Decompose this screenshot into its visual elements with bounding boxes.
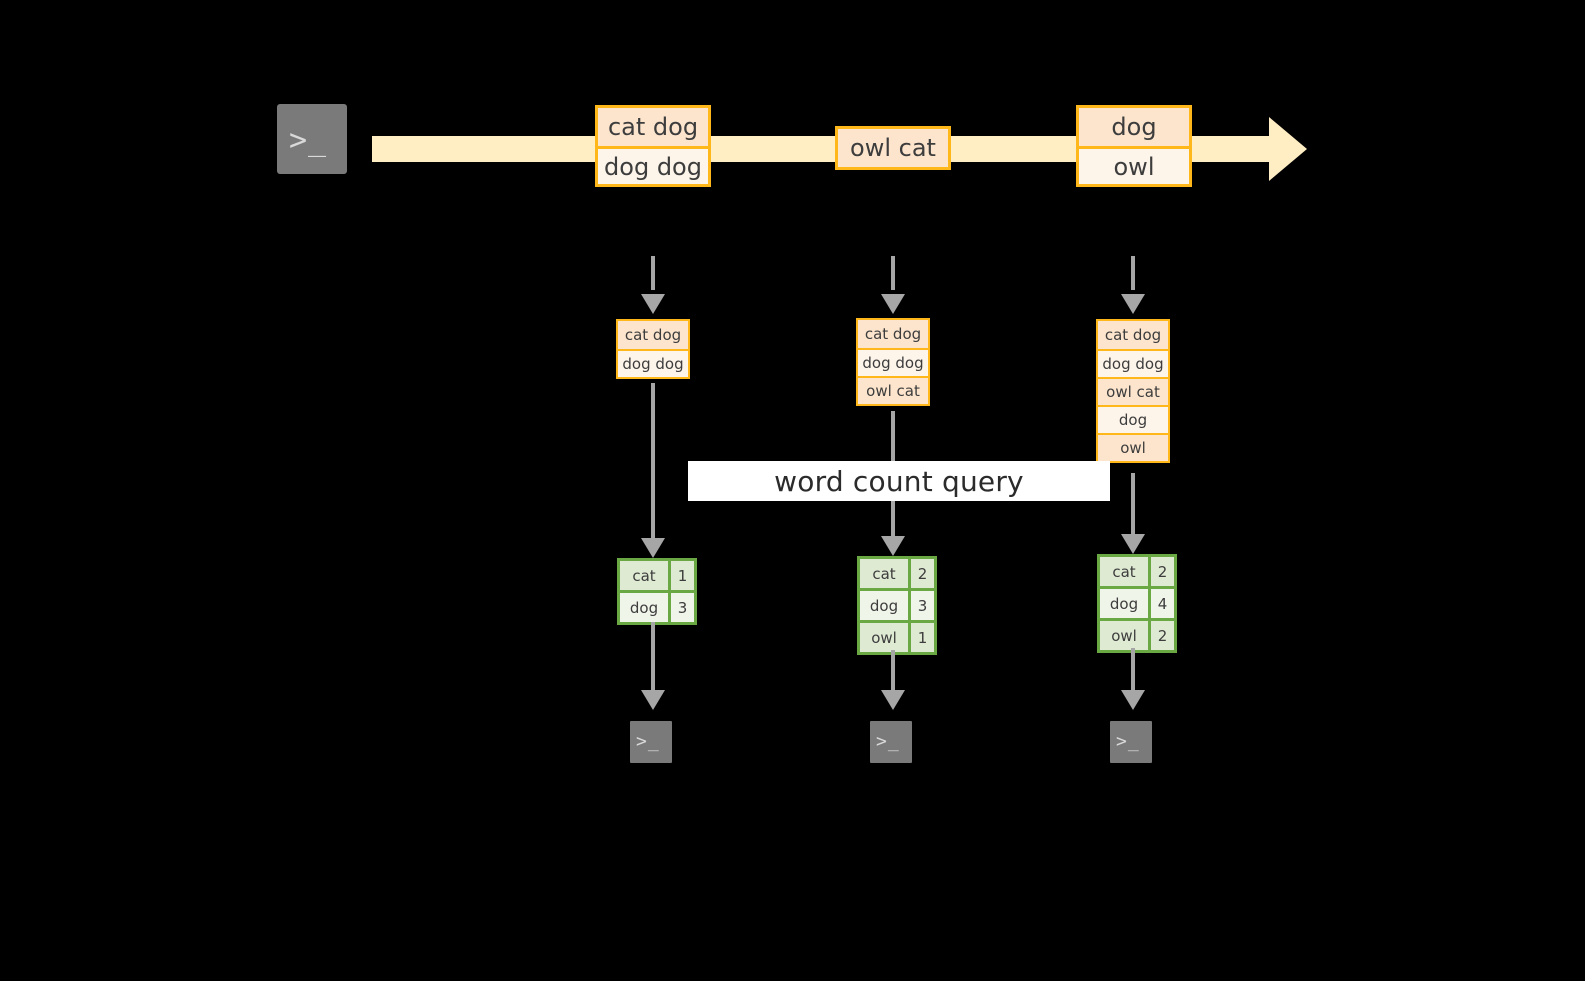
table-row: dog 3: [860, 588, 934, 620]
result-table-1: cat 1 dog 3: [617, 558, 697, 625]
result-count-cell: 1: [668, 561, 694, 590]
table-row: cat 2: [860, 559, 934, 588]
result-table-2: cat 2 dog 3 owl 1: [857, 556, 937, 655]
result-count-cell: 3: [668, 593, 694, 622]
result-count-cell: 3: [908, 591, 934, 620]
snapshot-input-table-1: cat dog dog dog: [616, 319, 690, 379]
terminal-sink-icon: >_: [1103, 714, 1159, 770]
table-row: dog 4: [1100, 586, 1174, 618]
snapshot-input-row: cat dog: [1098, 321, 1168, 349]
query-connector-arrowhead-1: [641, 538, 665, 558]
query-connector-1: [651, 383, 655, 543]
result-count-cell: 2: [1148, 621, 1174, 650]
terminal-source-icon: >_: [268, 95, 356, 183]
snapshot-tap-line-1: [651, 256, 655, 290]
result-word-cell: cat: [620, 561, 668, 590]
table-row: cat 2: [1100, 557, 1174, 586]
stream-record-cell: cat dog: [598, 108, 708, 146]
snapshot-input-table-2: cat dog dog dog owl cat: [856, 318, 930, 406]
stream-record-cell: dog dog: [598, 146, 708, 184]
snapshot-tap-line-3: [1131, 256, 1135, 290]
snapshot-input-row: owl: [1098, 433, 1168, 461]
table-row: cat 1: [620, 561, 694, 590]
query-label: word count query: [774, 464, 1024, 498]
sink-connector-2: [891, 650, 895, 694]
sink-connector-3: [1131, 648, 1135, 694]
snapshot-tap-arrowhead-3: [1121, 294, 1145, 314]
snapshot-input-row: cat dog: [618, 321, 688, 349]
stream-record-cell: owl cat: [838, 129, 948, 167]
table-row: owl 1: [860, 620, 934, 652]
terminal-prompt-glyph: >_: [1116, 731, 1140, 752]
terminal-sink-icon: >_: [863, 714, 919, 770]
query-connector-arrowhead-3: [1121, 534, 1145, 554]
snapshot-tap-arrowhead-2: [881, 294, 905, 314]
snapshot-input-row: cat dog: [858, 320, 928, 348]
snapshot-input-row: dog: [1098, 405, 1168, 433]
terminal-sink-icon: >_: [623, 714, 679, 770]
snapshot-input-row: dog dog: [858, 348, 928, 376]
result-word-cell: cat: [1100, 557, 1148, 586]
snapshot-tap-arrowhead-1: [641, 294, 665, 314]
snapshot-input-table-3: cat dog dog dog owl cat dog owl: [1096, 319, 1170, 463]
query-label-band: word count query: [688, 461, 1110, 501]
terminal-prompt-glyph: >_: [289, 123, 328, 158]
sink-connector-arrowhead-1: [641, 690, 665, 710]
snapshot-input-row: owl cat: [858, 376, 928, 404]
result-count-cell: 2: [908, 559, 934, 588]
result-word-cell: cat: [860, 559, 908, 588]
result-table-3: cat 2 dog 4 owl 2: [1097, 554, 1177, 653]
result-word-cell: owl: [1100, 621, 1148, 650]
snapshot-input-row: dog dog: [618, 349, 688, 377]
stream-record-group-1: cat dog dog dog: [595, 105, 711, 187]
result-count-cell: 1: [908, 623, 934, 652]
snapshot-tap-line-2: [891, 256, 895, 290]
result-word-cell: owl: [860, 623, 908, 652]
snapshot-input-row: dog dog: [1098, 349, 1168, 377]
sink-connector-arrowhead-2: [881, 690, 905, 710]
query-connector-3: [1131, 473, 1135, 541]
result-word-cell: dog: [860, 591, 908, 620]
sink-connector-arrowhead-3: [1121, 690, 1145, 710]
table-row: owl 2: [1100, 618, 1174, 650]
terminal-prompt-glyph: >_: [636, 731, 660, 752]
sink-connector-1: [651, 622, 655, 694]
terminal-prompt-glyph: >_: [876, 731, 900, 752]
stream-record-cell: dog: [1079, 108, 1189, 146]
stream-arrowhead: [1269, 117, 1307, 181]
stream-record-group-3: dog owl: [1076, 105, 1192, 187]
snapshot-input-row: owl cat: [1098, 377, 1168, 405]
result-count-cell: 4: [1148, 589, 1174, 618]
table-row: dog 3: [620, 590, 694, 622]
result-count-cell: 2: [1148, 557, 1174, 586]
result-word-cell: dog: [620, 593, 668, 622]
result-word-cell: dog: [1100, 589, 1148, 618]
stream-record-cell: owl: [1079, 146, 1189, 184]
stream-record-group-2: owl cat: [835, 126, 951, 170]
query-connector-arrowhead-2: [881, 536, 905, 556]
